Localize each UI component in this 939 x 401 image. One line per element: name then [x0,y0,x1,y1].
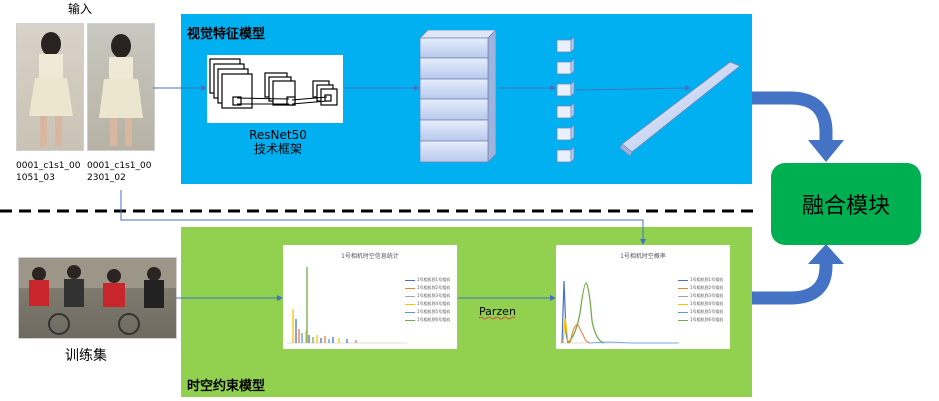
arrow-visual-to-fusion [752,98,826,142]
arrow-input-to-probability [121,190,643,244]
arrow-pool-to-vector [576,88,690,90]
arrow-spatio-to-fusion [752,262,826,298]
